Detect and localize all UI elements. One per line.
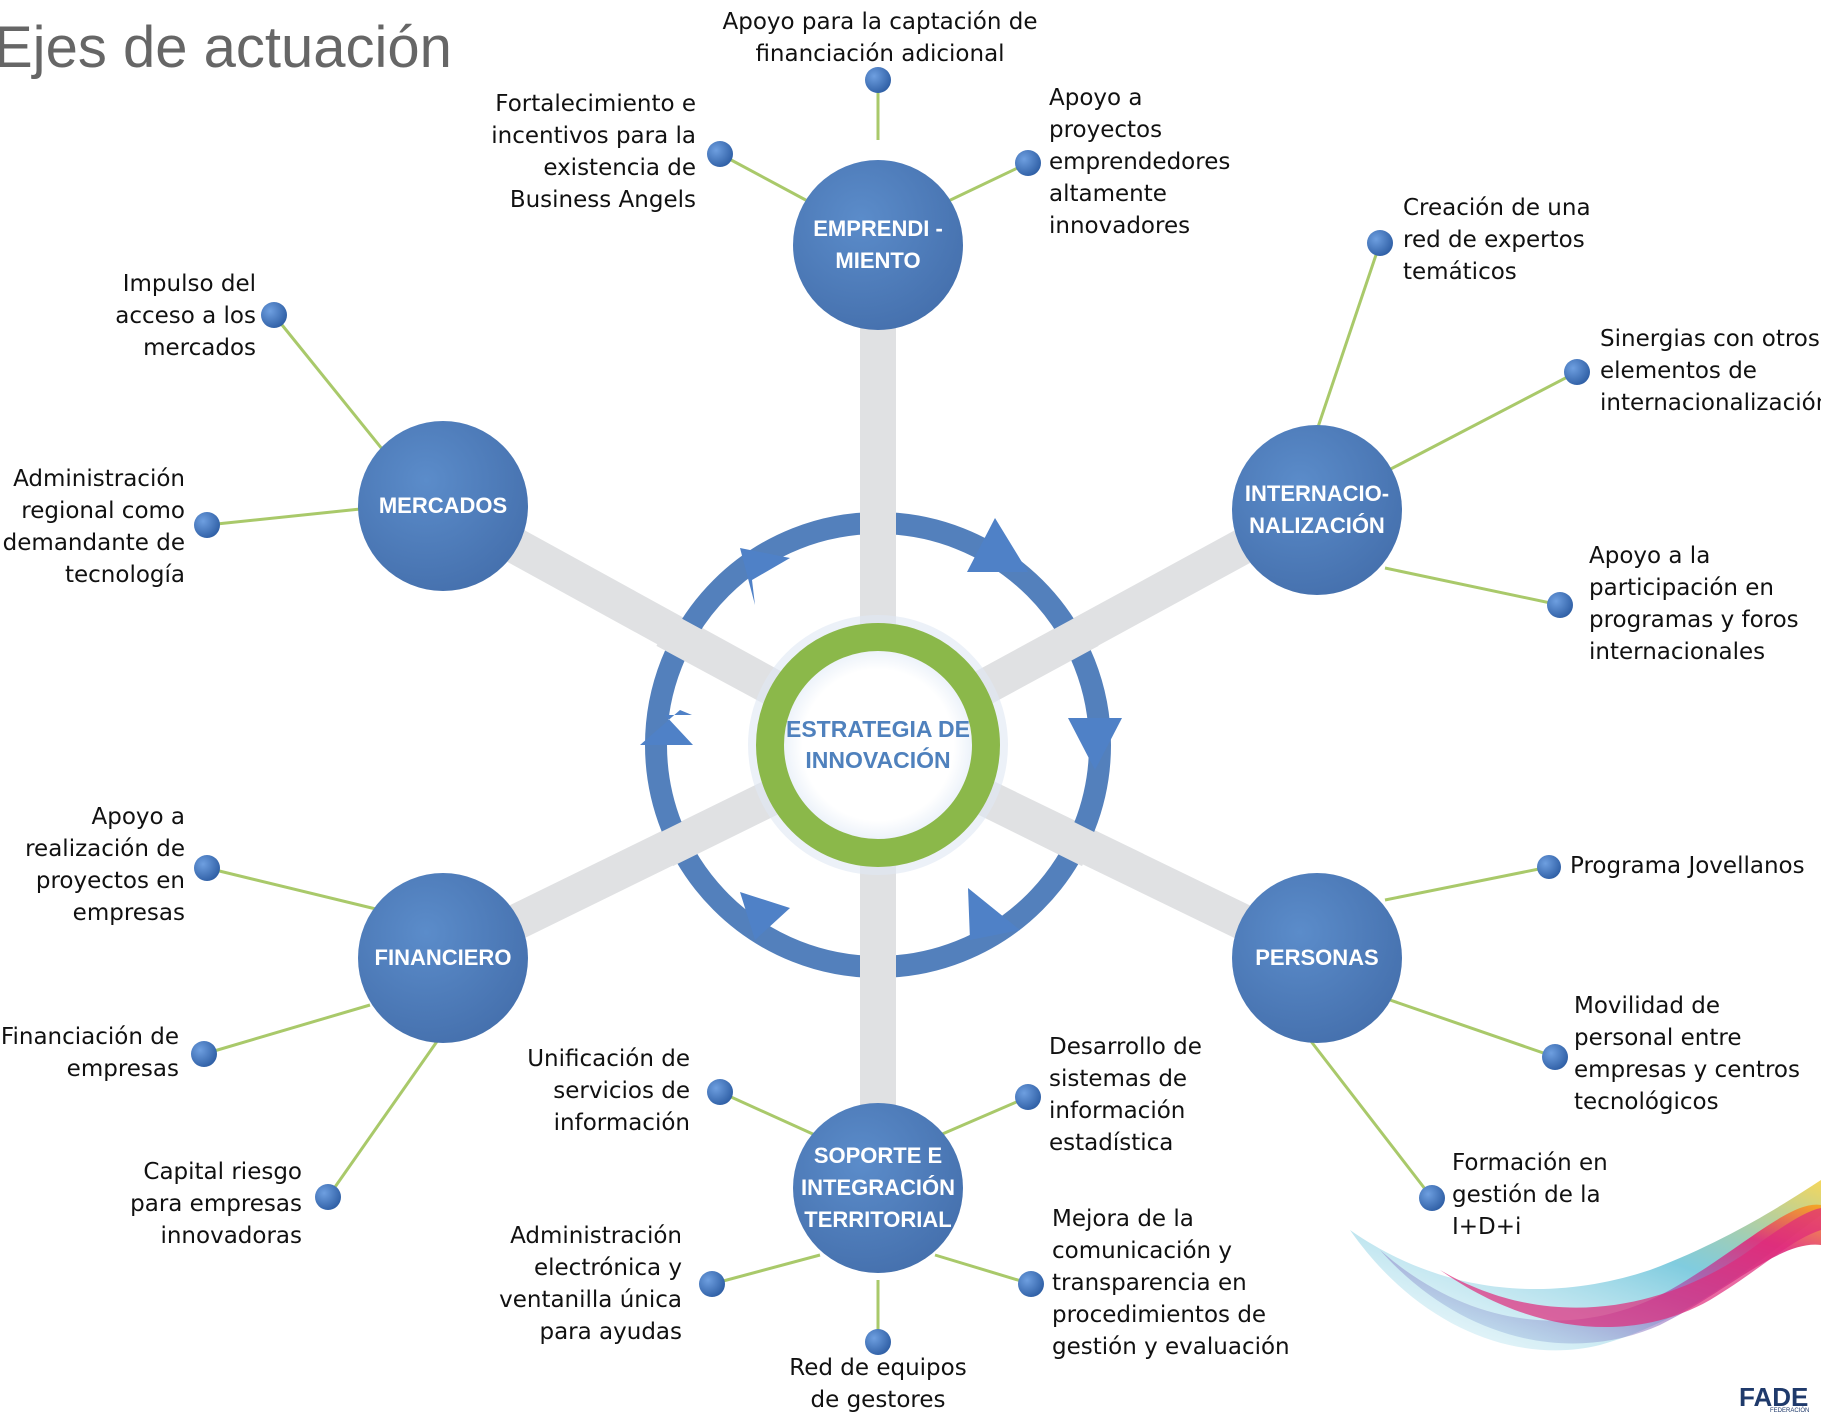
fade-logo-sub: FEDERACIÓN: [1770, 1408, 1810, 1414]
arrow-icon: [640, 710, 693, 745]
connectors: [203, 80, 1578, 1342]
leaf-dot: [191, 1041, 217, 1067]
leaf-dot: [1547, 592, 1573, 618]
hub-mercados: [358, 421, 528, 591]
hub-label-emprendimiento: EMPRENDI - MIENTO: [813, 216, 943, 273]
hub-soporte: [793, 1103, 963, 1273]
fade-logo: FADE: [1739, 1382, 1809, 1412]
hub-emprendimiento: [793, 160, 963, 330]
hub-internacionalizacion: [1232, 425, 1402, 595]
leaf-label: Financiación de empresas: [0, 1024, 179, 1082]
leaf-dot: [865, 1329, 891, 1355]
leaf-dot: [1537, 855, 1561, 879]
leaf-dot: [707, 141, 733, 167]
hub-label-personas: PERSONAS: [1255, 945, 1379, 970]
arrow-icon: [968, 888, 1020, 940]
leaf-dot: [261, 302, 287, 328]
hub-label-financiero: FINANCIERO: [374, 945, 512, 970]
leaf-label: Sinergias con otros elementos de interna…: [1600, 326, 1821, 416]
leaf-label: Red de equipos de gestores: [789, 1355, 967, 1413]
leaf-dot: [194, 512, 220, 538]
leaf-dot: [1542, 1044, 1568, 1070]
leaf-dot: [1419, 1185, 1445, 1211]
leaf-label: Apoyo a proyectos emprendedores altament…: [1049, 85, 1231, 239]
fade-logo-swirl: [1350, 1180, 1821, 1351]
leaf-label: Capital riesgo para empresas innovadoras: [130, 1159, 302, 1249]
center-label: ESTRATEGIA DE INNOVACIÓN: [785, 716, 970, 773]
leaf-label: Fortalecimiento e incentivos para la exi…: [491, 91, 696, 213]
leaf-label: Formación en gestión de la I+D+i: [1452, 1150, 1608, 1240]
arrow-icon: [1068, 718, 1122, 770]
leaf-dots: [191, 67, 1590, 1355]
leaf-dot: [865, 67, 891, 93]
leaf-label: Movilidad de personal entre empresas y c…: [1574, 993, 1800, 1115]
leaf-label: Administración regional como demandante …: [2, 466, 185, 588]
cycle-arrows: [640, 518, 1122, 940]
leaf-label: Desarrollo de sistemas de información es…: [1049, 1034, 1202, 1156]
hub-label-internacionalizacion: INTERNACIO- NALIZACIÓN: [1244, 481, 1390, 538]
leaf-label: Apoyo a realización de proyectos en empr…: [25, 804, 185, 926]
hubs: [358, 160, 1402, 1273]
arrow-icon: [740, 892, 790, 940]
leaf-label: Programa Jovellanos: [1570, 853, 1805, 879]
arrow-icon: [740, 548, 790, 605]
leaf-dot: [707, 1079, 733, 1105]
page-title: Ejes de actuación: [0, 15, 452, 80]
leaf-label: Unificación de servicios de información: [527, 1046, 690, 1136]
hub-label-soporte: SOPORTE E INTEGRACIÓN TERRITORIAL: [801, 1143, 955, 1232]
leaf-label: Impulso del acceso a los mercados: [115, 271, 256, 361]
leaf-dot: [1367, 230, 1393, 256]
leaf-dot: [315, 1184, 341, 1210]
center-ring: [756, 623, 1000, 867]
leaf-label: Creación de una red de expertos temático…: [1403, 195, 1591, 285]
leaf-dot: [1015, 1084, 1041, 1110]
leaf-dot: [1015, 150, 1041, 176]
leaf-label: Administración electrónica y ventanilla …: [499, 1223, 682, 1345]
hub-label-mercados: MERCADOS: [378, 493, 508, 518]
leaf-dot: [1018, 1271, 1044, 1297]
leaf-dot: [194, 855, 220, 881]
hub-financiero: [358, 873, 528, 1043]
hub-personas: [1232, 873, 1402, 1043]
arrow-icon: [967, 518, 1028, 572]
leaf-dot: [1564, 359, 1590, 385]
leaf-dot: [699, 1271, 725, 1297]
leaf-label: Apoyo para la captación de financiación …: [722, 9, 1038, 67]
leaf-label: Apoyo a la participación en programas y …: [1589, 543, 1799, 665]
leaf-label: Mejora de la comunicación y transparenci…: [1052, 1206, 1290, 1360]
